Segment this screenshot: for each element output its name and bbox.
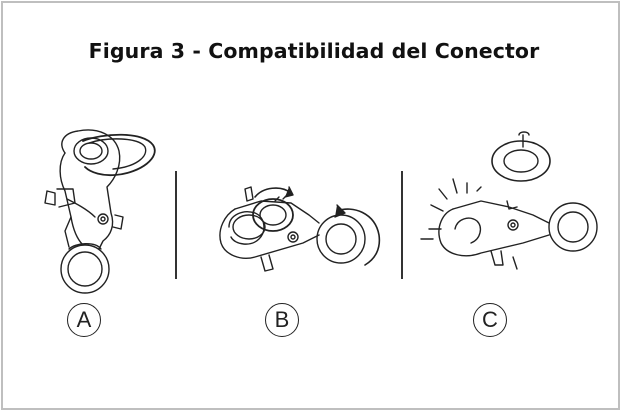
connector-c-illustration	[420, 131, 598, 270]
divider-left	[175, 171, 177, 279]
figure-title: Figura 3 - Compatibilidad del Conector	[88, 39, 540, 63]
label-a: A	[67, 303, 101, 337]
connector-b-illustration	[219, 186, 381, 272]
label-c: C	[473, 303, 507, 337]
connector-a-illustration	[44, 129, 156, 294]
connector-illustrations	[44, 129, 598, 294]
label-b: B	[265, 303, 299, 337]
divider-right	[401, 171, 403, 279]
